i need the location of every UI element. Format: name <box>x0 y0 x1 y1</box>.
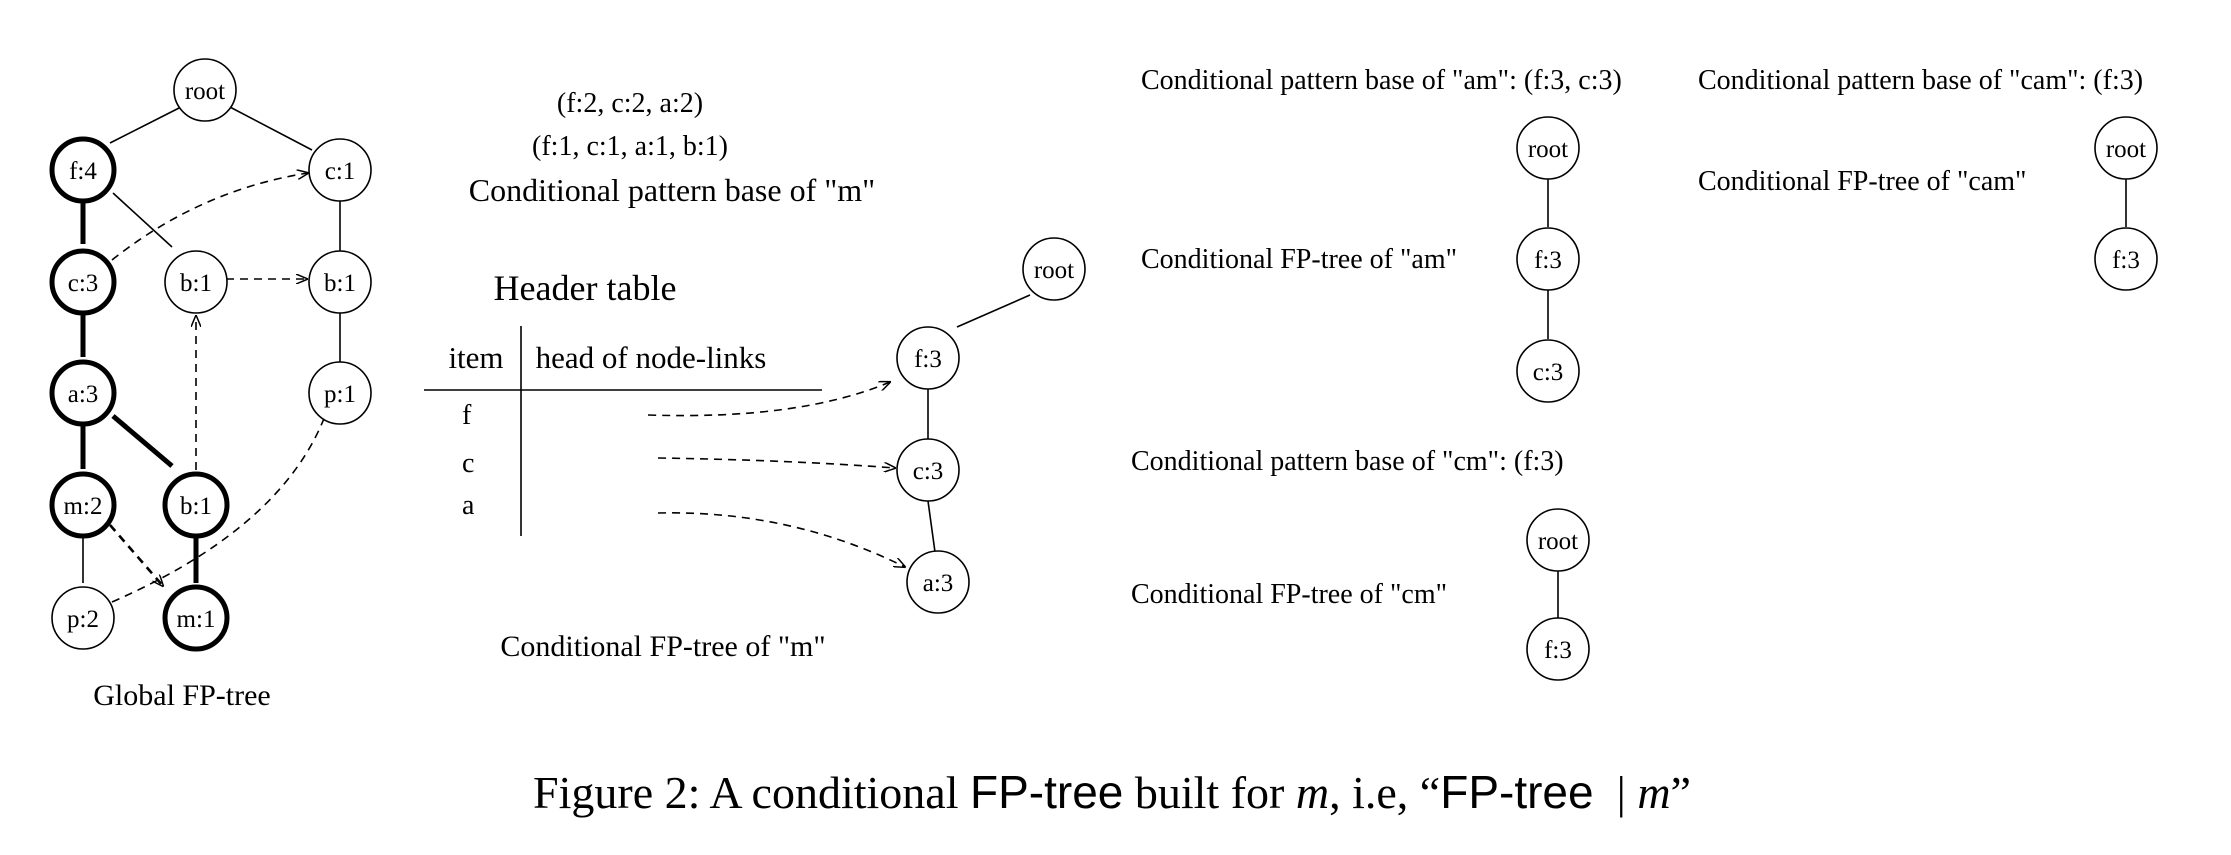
edge-f4-b1a <box>112 192 173 248</box>
header-row-c: c <box>462 448 474 479</box>
svg-text:f:3: f:3 <box>1534 247 1562 274</box>
m-node-c3: c:3 <box>896 438 960 502</box>
am-section: Conditional pattern base of "am": (f:3, … <box>1141 65 1622 403</box>
node-c1: c:1 <box>308 138 372 202</box>
svg-text:p:2: p:2 <box>67 606 99 633</box>
svg-text:c:3: c:3 <box>913 458 944 485</box>
m-node-root: root <box>1022 237 1086 301</box>
header-link-c <box>657 457 895 468</box>
cam-section: Conditional pattern base of "cam": (f:3)… <box>1698 65 2158 291</box>
svg-text:root: root <box>1034 257 1074 284</box>
cm-section: Conditional pattern base of "cm": (f:3) … <box>1131 446 1590 681</box>
node-a3: a:3 <box>49 359 117 427</box>
node-b1a: b:1 <box>164 250 228 314</box>
svg-text:root: root <box>1538 528 1578 555</box>
am-node-root: root <box>1516 116 1580 180</box>
m-base-line1: (f:2, c:2, a:2) <box>557 88 703 119</box>
node-root: root <box>173 58 237 122</box>
svg-text:c:3: c:3 <box>1533 359 1564 386</box>
header-link-a <box>657 512 905 567</box>
m-node-f3: f:3 <box>896 326 960 390</box>
edge-a3-b1c <box>111 414 174 468</box>
link-c3-c1 <box>111 173 308 261</box>
header-col-links: head of node-links <box>536 340 767 375</box>
header-table-title: Header table <box>494 268 677 308</box>
m-conditional-tree: root f:3 c:3 a:3 Conditional FP-tree of … <box>500 237 1086 663</box>
node-p2: p:2 <box>51 586 115 650</box>
m-base-line2: (f:1, c:1, a:1, b:1) <box>532 131 728 162</box>
am-node-c3: c:3 <box>1516 339 1580 403</box>
cm-tree-label: Conditional FP-tree of "cm" <box>1131 579 1447 610</box>
svg-text:c:1: c:1 <box>325 158 356 185</box>
figure-caption: Figure 2: A conditional FP-tree built fo… <box>533 766 1691 818</box>
edge-root-c1 <box>227 105 313 151</box>
svg-text:root: root <box>185 78 225 105</box>
am-node-f3: f:3 <box>1516 227 1580 291</box>
node-c3: c:3 <box>49 248 117 316</box>
node-p1: p:1 <box>308 361 372 425</box>
cam-tree-label: Conditional FP-tree of "cam" <box>1698 166 2026 197</box>
svg-text:a:3: a:3 <box>68 381 99 408</box>
node-m1: m:1 <box>162 584 230 652</box>
header-row-a: a <box>462 490 475 521</box>
header-col-item: item <box>448 340 503 375</box>
header-row-f: f <box>462 400 472 431</box>
node-f4: f:4 <box>49 136 117 204</box>
svg-text:m:1: m:1 <box>177 606 216 633</box>
cam-base: Conditional pattern base of "cam": (f:3) <box>1698 65 2143 96</box>
m-node-a3: a:3 <box>906 550 970 614</box>
svg-text:root: root <box>2106 136 2146 163</box>
global-tree-caption: Global FP-tree <box>93 679 270 712</box>
link-p2-p1 <box>111 391 333 603</box>
link-m2-m1 <box>109 524 163 586</box>
svg-text:root: root <box>1528 136 1568 163</box>
svg-text:b:1: b:1 <box>180 493 212 520</box>
svg-text:a:3: a:3 <box>923 570 954 597</box>
cm-node-f3: f:3 <box>1526 617 1590 681</box>
node-m2: m:2 <box>49 471 117 539</box>
am-tree-label: Conditional FP-tree of "am" <box>1141 244 1457 275</box>
cam-node-root: root <box>2094 116 2158 180</box>
svg-text:f:4: f:4 <box>69 158 97 185</box>
svg-text:b:1: b:1 <box>324 270 356 297</box>
cm-node-root: root <box>1526 508 1590 572</box>
edge-root-f4 <box>109 105 184 144</box>
node-b1b: b:1 <box>308 250 372 314</box>
header-link-f <box>647 382 890 417</box>
header-table: Header table item head of node-links f c… <box>424 268 905 567</box>
m-tree-caption: Conditional FP-tree of "m" <box>500 630 825 663</box>
svg-text:f:3: f:3 <box>914 346 942 373</box>
node-b1c: b:1 <box>162 471 230 539</box>
svg-text:f:3: f:3 <box>1544 637 1572 664</box>
m-edge-c3-a3 <box>927 500 936 553</box>
m-base-title: Conditional pattern base of "m" <box>469 172 875 208</box>
svg-text:f:3: f:3 <box>2112 247 2140 274</box>
cm-base: Conditional pattern base of "cm": (f:3) <box>1131 446 1564 477</box>
svg-text:m:2: m:2 <box>64 493 103 520</box>
cam-node-f3: f:3 <box>2094 227 2158 291</box>
svg-text:p:1: p:1 <box>324 381 356 408</box>
svg-text:b:1: b:1 <box>180 270 212 297</box>
svg-text:c:3: c:3 <box>68 270 99 297</box>
am-base: Conditional pattern base of "am": (f:3, … <box>1141 65 1622 96</box>
m-pattern-base: (f:2, c:2, a:2) (f:1, c:1, a:1, b:1) Con… <box>469 88 875 208</box>
m-edge-root-f3 <box>956 294 1031 328</box>
global-fp-tree: root f:4 c:1 c:3 b:1 b:1 a:3 p:1 m:2 b:1… <box>49 58 372 712</box>
